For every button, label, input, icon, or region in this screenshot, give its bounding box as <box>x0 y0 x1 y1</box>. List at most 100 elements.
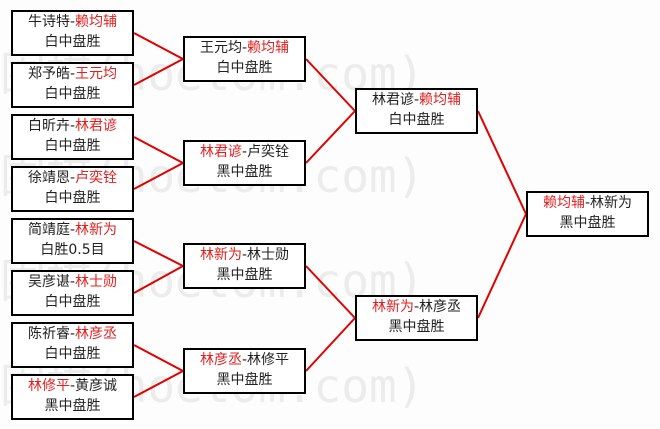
match-players: 吴彦谌-林士勋 <box>13 272 132 292</box>
match-result: 黑中盘胜 <box>388 319 445 335</box>
match-players: 王元均-赖均辅 <box>185 38 304 58</box>
match-result: 白胜0.5目 <box>40 242 105 258</box>
separator: - <box>413 299 420 315</box>
separator: - <box>584 195 591 211</box>
match-box-round1: 白昕卉-林君谚白中盘胜 <box>11 114 134 160</box>
player-a: 林修平 <box>27 378 70 394</box>
connector-line <box>305 110 356 164</box>
player-a: 林新为 <box>199 247 242 263</box>
connector-line <box>477 213 527 319</box>
player-a: 吴彦谌 <box>27 274 70 290</box>
player-b: 林士勋 <box>75 274 118 290</box>
match-players: 林修平-黄彦诚 <box>13 376 132 396</box>
match-box-final: 赖均辅-林新为黑中盘胜 <box>526 191 649 237</box>
connector-line <box>477 110 527 215</box>
separator: - <box>69 170 76 186</box>
separator: - <box>241 144 248 160</box>
match-box-round2: 林新为-林士勋黑中盘胜 <box>183 243 306 289</box>
match-result: 白中盘胜 <box>44 86 101 102</box>
player-a: 陈祈睿 <box>27 326 70 342</box>
player-a: 林君谚 <box>199 144 242 160</box>
player-b: 林君谚 <box>75 118 118 134</box>
match-players: 赖均辅-林新为 <box>528 193 647 213</box>
match-players: 林新为-林士勋 <box>185 245 304 265</box>
connector-line <box>133 136 184 164</box>
player-a: 林君谚 <box>371 92 414 108</box>
connector-line <box>133 370 184 398</box>
match-players: 林君谚-卢奕铨 <box>185 142 304 162</box>
match-box-round1: 吴彦谌-林士勋白中盘胜 <box>11 270 134 316</box>
player-b: 卢奕铨 <box>75 170 118 186</box>
separator: - <box>69 378 76 394</box>
match-box-round1: 陈祈睿-林彦丞白中盘胜 <box>11 322 134 368</box>
separator: - <box>241 247 248 263</box>
match-players: 林君谚-赖均辅 <box>357 90 476 110</box>
player-b: 林新为 <box>75 222 118 238</box>
match-players: 牛诗特-赖均辅 <box>13 12 132 32</box>
separator: - <box>69 326 76 342</box>
separator: - <box>69 222 76 238</box>
player-b: 林修平 <box>247 352 290 368</box>
match-box-round1: 林修平-黄彦诚黑中盘胜 <box>11 374 134 420</box>
connector-line <box>305 58 356 112</box>
connector-line <box>305 265 356 319</box>
match-result: 白中盘胜 <box>44 34 101 50</box>
connector-line <box>133 162 184 190</box>
connector-line <box>133 58 184 86</box>
match-box-round1: 徐靖恩-卢奕铨白中盘胜 <box>11 166 134 212</box>
match-result: 黑中盘胜 <box>216 164 273 180</box>
separator: - <box>413 92 420 108</box>
match-players: 陈祈睿-林彦丞 <box>13 324 132 344</box>
player-a: 徐靖恩 <box>27 170 70 186</box>
match-box-round1: 简靖庭-林新为白胜0.5目 <box>11 218 134 264</box>
separator: - <box>69 118 76 134</box>
match-players: 林新为-林彦丞 <box>357 297 476 317</box>
player-a: 林新为 <box>371 299 414 315</box>
match-players: 白昕卉-林君谚 <box>13 116 132 136</box>
connector-line <box>305 317 356 372</box>
match-result: 白中盘胜 <box>44 294 101 310</box>
match-result: 白中盘胜 <box>44 190 101 206</box>
player-a: 牛诗特 <box>27 14 70 30</box>
player-b: 卢奕铨 <box>247 144 290 160</box>
player-b: 林彦丞 <box>75 326 118 342</box>
connector-line <box>133 32 184 60</box>
match-box-round3: 林新为-林彦丞黑中盘胜 <box>355 295 478 341</box>
match-box-round3: 林君谚-赖均辅白中盘胜 <box>355 88 478 134</box>
player-a: 简靖庭 <box>27 222 70 238</box>
match-box-round2: 林君谚-卢奕铨黑中盘胜 <box>183 140 306 186</box>
match-box-round1: 牛诗特-赖均辅白中盘胜 <box>11 10 134 56</box>
match-result: 黑中盘胜 <box>44 398 101 414</box>
match-box-round1: 郑予皓-王元均白中盘胜 <box>11 62 134 108</box>
separator: - <box>69 274 76 290</box>
player-b: 赖均辅 <box>75 14 118 30</box>
player-b: 林士勋 <box>247 247 290 263</box>
match-result: 白中盘胜 <box>44 138 101 154</box>
match-players: 郑予皓-王元均 <box>13 64 132 84</box>
separator: - <box>241 40 248 56</box>
match-result: 黑中盘胜 <box>216 267 273 283</box>
connector-line <box>133 240 184 267</box>
player-b: 黄彦诚 <box>75 378 118 394</box>
match-result: 白中盘胜 <box>44 346 101 362</box>
match-box-round2: 王元均-赖均辅白中盘胜 <box>183 36 306 82</box>
player-a: 郑予皓 <box>27 66 70 82</box>
player-a: 赖均辅 <box>542 195 585 211</box>
player-b: 林彦丞 <box>419 299 462 315</box>
match-result: 白中盘胜 <box>388 112 445 128</box>
separator: - <box>69 66 76 82</box>
player-a: 林彦丞 <box>199 352 242 368</box>
player-a: 白昕卉 <box>27 118 70 134</box>
connector-line <box>133 344 184 372</box>
player-b: 赖均辅 <box>419 92 462 108</box>
match-result: 白中盘胜 <box>216 60 273 76</box>
match-result: 黑中盘胜 <box>216 372 273 388</box>
player-b: 林新为 <box>590 195 633 211</box>
match-box-round2: 林彦丞-林修平黑中盘胜 <box>183 348 306 394</box>
player-a: 王元均 <box>199 40 242 56</box>
match-players: 简靖庭-林新为 <box>13 220 132 240</box>
match-players: 徐靖恩-卢奕铨 <box>13 168 132 188</box>
separator: - <box>69 14 76 30</box>
